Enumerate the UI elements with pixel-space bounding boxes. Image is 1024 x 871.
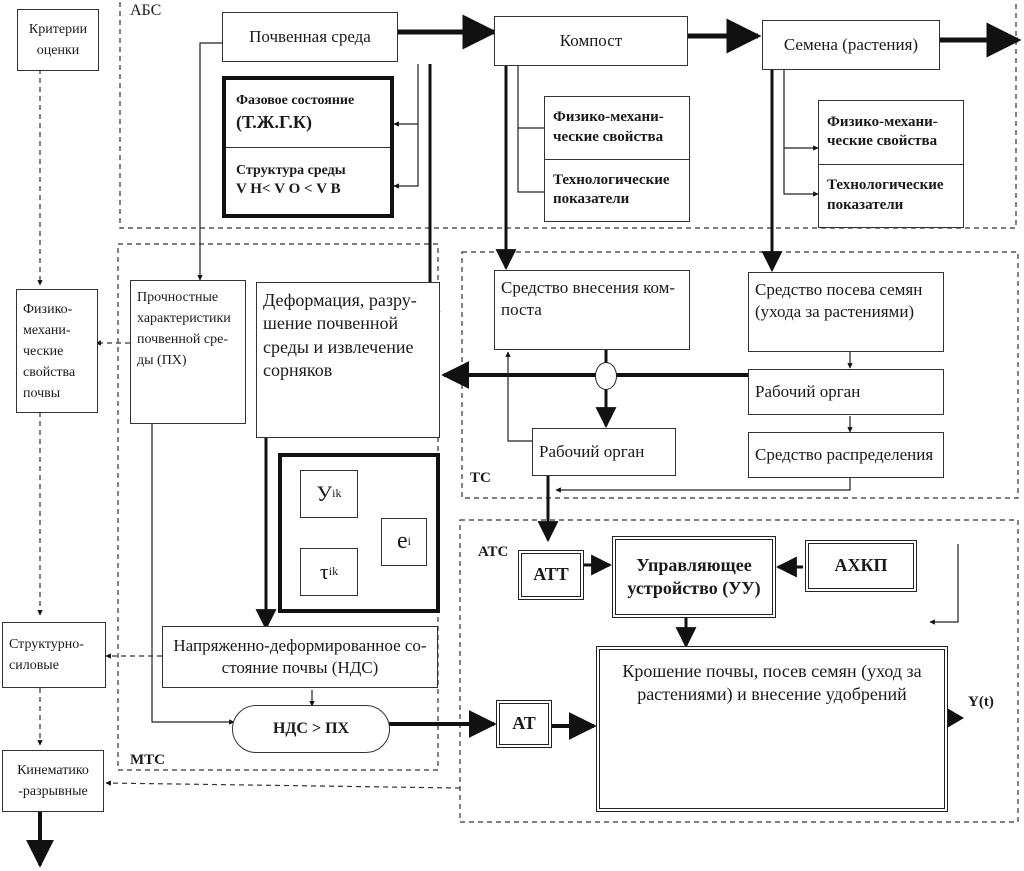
seeding-working-organ-box: Рабочий орган: [748, 369, 944, 415]
e-subscript: i: [407, 534, 411, 549]
seeds-box: Семена (растения): [762, 20, 940, 70]
compost-physical-props: Физико-механи-ческие свойства: [553, 109, 664, 145]
structure-value: V Н< V О < V В: [236, 181, 341, 198]
compost-box: Компост: [494, 16, 688, 66]
criteria-header: Критерии оценки: [17, 9, 99, 71]
process-box: Крошение почвы, посев семян (уход за рас…: [596, 646, 948, 812]
phase-state-value: (Т.Ж.Г.К): [236, 111, 312, 132]
structure-title: Структура среды: [236, 162, 346, 178]
seeding-means-box: Средство посева семян (ухода за растения…: [748, 272, 944, 352]
seeds-physical-props: Физико-механи-ческие свойства: [827, 113, 938, 150]
strength-characteristics-box: Прочностные характеристики почвенной сре…: [130, 280, 246, 424]
junction-node: [595, 362, 617, 390]
criteria-physical-mechanical: Физико-механи-ческие свойства почвы: [16, 289, 98, 413]
output-label: Y(t): [968, 694, 994, 710]
seeds-tech-indicators: Технологические показатели: [819, 163, 963, 228]
soil-environment-box: Почвенная среда: [222, 12, 398, 62]
zone-label-ts: ТС: [470, 470, 491, 486]
y-symbol: У: [316, 480, 333, 506]
condition-box: НДС > ПХ: [232, 705, 390, 753]
distribution-means-box: Средство распределения: [748, 432, 944, 478]
control-unit-box: Управляющее устройство (УУ): [612, 536, 776, 618]
zone-label-ats: АТС: [478, 544, 509, 560]
compost-properties-box: Физико-механи-ческие свойства Технологич…: [544, 96, 690, 222]
soil-properties-box: Фазовое состояние (Т.Ж.Г.К) Структура ср…: [222, 76, 394, 218]
compost-application-means-box: Средство внесения ком-поста: [494, 270, 690, 350]
e-symbol: е: [397, 528, 408, 555]
phase-state-title: Фазовое состояние: [236, 93, 355, 109]
compost-tech-indicators: Технологические показатели: [545, 158, 689, 222]
tau-subscript: ik: [328, 564, 339, 579]
criteria-kinematic-rupture: Кинематико -разрывные: [2, 750, 104, 812]
deformation-box: Деформация, разру-шение почвенной среды …: [256, 282, 440, 438]
stress-strain-state-box: Напряженно-деформированное со-стояние по…: [162, 626, 438, 688]
criteria-structural-force: Структурно-силовые: [2, 622, 106, 688]
compost-working-organ-box: Рабочий орган: [532, 428, 676, 476]
zone-ats-border: [459, 519, 1019, 823]
zone-label-abs: АБС: [130, 2, 162, 19]
y-subscript: ik: [332, 486, 342, 501]
zone-abs-border: [119, 2, 1017, 229]
at-box: АТ: [496, 700, 552, 748]
ahkp-box: АХКП: [805, 540, 917, 592]
zone-label-mts: МТС: [130, 752, 165, 768]
tau-symbol: τ: [319, 558, 329, 584]
seeds-properties-box: Физико-механи-ческие свойства Технологич…: [818, 100, 964, 228]
att-box: АТТ: [518, 550, 584, 600]
